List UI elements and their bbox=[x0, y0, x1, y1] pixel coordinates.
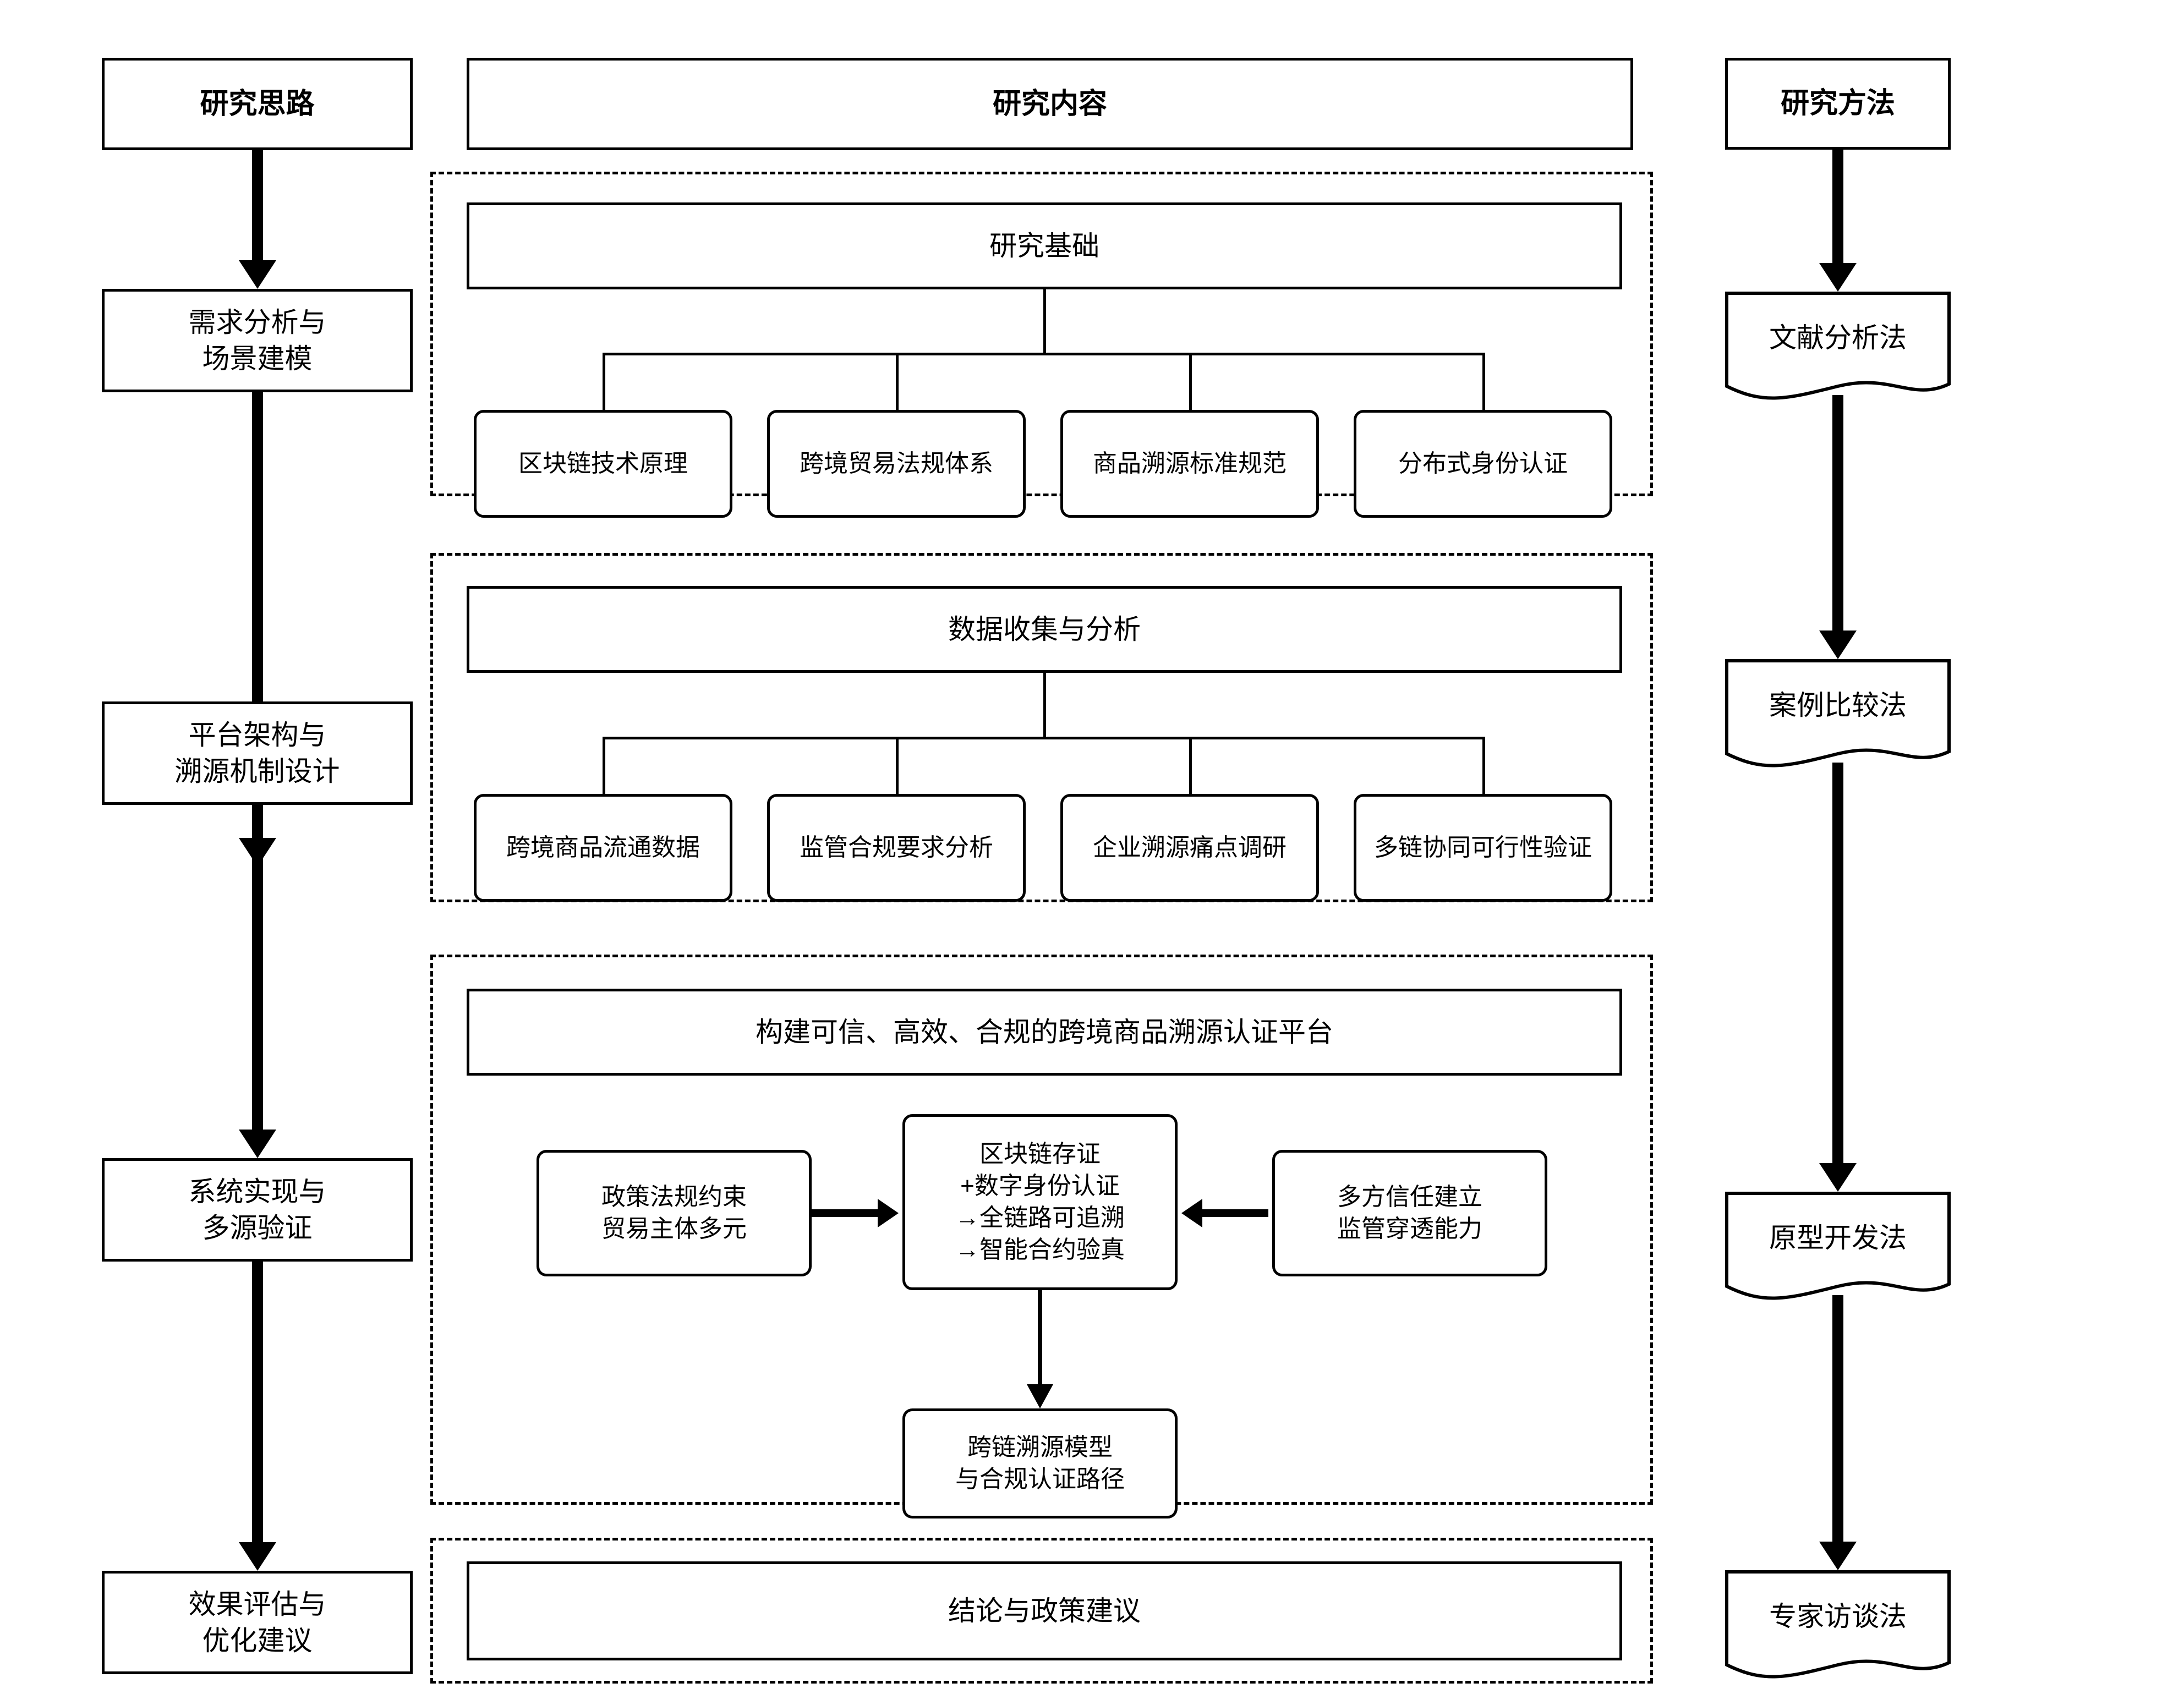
core-right-input-label: 多方信任建立 监管穿透能力 bbox=[1337, 1183, 1482, 1242]
center-group-2-child-2: 监管合规要求分析 bbox=[767, 794, 1026, 902]
document-shape-icon bbox=[1725, 1570, 1951, 1688]
center-group-1-title-label: 研究基础 bbox=[989, 231, 1099, 261]
left-stage-3-label: 系统实现与 多源验证 bbox=[188, 1176, 326, 1243]
center-group-1-title: 研究基础 bbox=[467, 202, 1622, 289]
document-shape-icon bbox=[1725, 292, 1951, 410]
core-left-input-label: 政策法规约束 贸易主体多元 bbox=[601, 1183, 747, 1242]
left-stage-2-label: 平台架构与 溯源机制设计 bbox=[174, 720, 340, 787]
group1-drop-2 bbox=[896, 353, 899, 410]
arrow-left-stage3-to-stage4 bbox=[239, 1262, 276, 1571]
arrow-right-input-to-center bbox=[1181, 1194, 1268, 1232]
center-group-1-child-4: 分布式身份认证 bbox=[1354, 410, 1612, 518]
column-header-right: 研究方法 bbox=[1725, 58, 1951, 150]
center-group-1-child-3: 商品溯源标准规范 bbox=[1060, 410, 1319, 518]
right-method-3: 原型开发法 bbox=[1725, 1192, 1951, 1310]
core-output-node-label: 跨链溯源模型 与合规认证路径 bbox=[955, 1433, 1125, 1493]
group2-drop-3 bbox=[1189, 737, 1192, 794]
conclusion-box: 结论与政策建议 bbox=[467, 1561, 1622, 1660]
right-method-4: 专家访谈法 bbox=[1725, 1570, 1951, 1688]
left-stage-4-label: 效果评估与 优化建议 bbox=[188, 1589, 326, 1656]
arrow-method3-to-method4 bbox=[1819, 1295, 1857, 1570]
arrow-method2-to-method3 bbox=[1819, 763, 1857, 1192]
column-header-left: 研究思路 bbox=[102, 58, 413, 150]
core-left-input: 政策法规约束 贸易主体多元 bbox=[537, 1150, 812, 1276]
center-group-1-child-1: 区块链技术原理 bbox=[474, 410, 732, 518]
center-group-2-container bbox=[430, 553, 1653, 902]
document-shape-icon bbox=[1725, 659, 1951, 777]
center-group-4-container bbox=[430, 1538, 1653, 1684]
center-group-2-title-label: 数据收集与分析 bbox=[948, 614, 1141, 645]
group2-trunk bbox=[1043, 673, 1046, 739]
group1-drop-1 bbox=[603, 353, 605, 410]
center-group-3-title: 构建可信、高效、合规的跨境商品溯源认证平台 bbox=[467, 989, 1622, 1076]
arrow-left-input-to-center bbox=[812, 1194, 899, 1232]
core-right-input: 多方信任建立 监管穿透能力 bbox=[1272, 1150, 1547, 1276]
arrow-left-header-to-stage1 bbox=[239, 150, 276, 289]
column-header-center-label: 研究内容 bbox=[992, 87, 1107, 120]
conclusion-label: 结论与政策建议 bbox=[948, 1596, 1141, 1626]
left-stage-4: 效果评估与 优化建议 bbox=[102, 1571, 413, 1674]
center-group-2-child-4: 多链协同可行性验证 bbox=[1354, 794, 1612, 902]
column-header-center: 研究内容 bbox=[467, 58, 1633, 150]
column-header-right-label: 研究方法 bbox=[1780, 87, 1895, 120]
arrow-right-header-to-method1 bbox=[1819, 150, 1857, 292]
center-group-3-title-label: 构建可信、高效、合规的跨境商品溯源认证平台 bbox=[756, 1017, 1333, 1048]
center-group-1-child-2: 跨境贸易法规体系 bbox=[767, 410, 1026, 518]
center-group-2-child-3: 企业溯源痛点调研 bbox=[1060, 794, 1319, 902]
document-shape-icon bbox=[1725, 1192, 1951, 1310]
core-output-node: 跨链溯源模型 与合规认证路径 bbox=[902, 1408, 1178, 1518]
right-method-1: 文献分析法 bbox=[1725, 292, 1951, 410]
core-center-node-label: 区块链存证 +数字身份认证 →全链路可追溯 →智能合约验真 bbox=[955, 1140, 1125, 1264]
group1-bus bbox=[604, 353, 1485, 355]
group2-drop-2 bbox=[896, 737, 899, 794]
group1-trunk bbox=[1043, 289, 1046, 355]
group1-drop-4 bbox=[1482, 353, 1485, 410]
left-stage-1-label: 需求分析与 场景建模 bbox=[188, 307, 326, 374]
arrow-method1-to-method2 bbox=[1819, 395, 1857, 659]
arrow-center-to-output bbox=[1025, 1290, 1055, 1408]
group2-drop-1 bbox=[603, 737, 605, 794]
center-group-1-container bbox=[430, 172, 1653, 496]
group1-drop-3 bbox=[1189, 353, 1192, 410]
center-group-2-title: 数据收集与分析 bbox=[467, 586, 1622, 673]
column-header-left-label: 研究思路 bbox=[200, 87, 315, 120]
center-group-2-child-1: 跨境商品流通数据 bbox=[474, 794, 732, 902]
left-stage-3: 系统实现与 多源验证 bbox=[102, 1158, 413, 1262]
group2-bus bbox=[604, 737, 1485, 739]
arrow-left-stage2-to-stage3 bbox=[239, 805, 276, 1158]
right-method-2: 案例比较法 bbox=[1725, 659, 1951, 777]
left-stage-1: 需求分析与 场景建模 bbox=[102, 289, 413, 392]
left-stage-2: 平台架构与 溯源机制设计 bbox=[102, 701, 413, 805]
core-center-node: 区块链存证 +数字身份认证 →全链路可追溯 →智能合约验真 bbox=[902, 1114, 1178, 1290]
group2-drop-4 bbox=[1482, 737, 1485, 794]
